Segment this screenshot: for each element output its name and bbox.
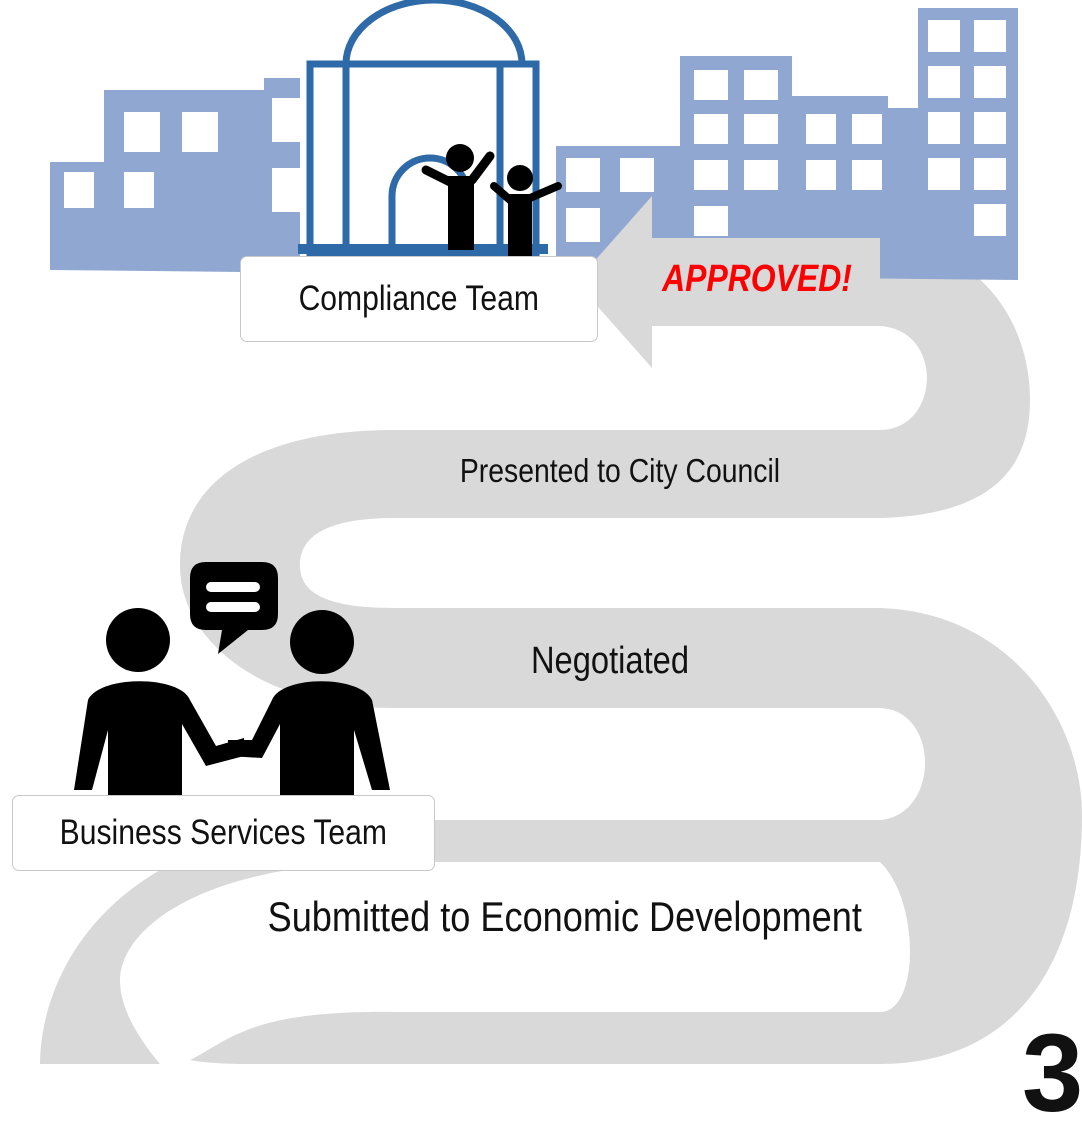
approved-label: APPROVED! <box>662 258 852 300</box>
speech-bubble-icon <box>190 562 278 654</box>
step-negotiated: Negotiated <box>530 640 690 682</box>
city-hall-icon <box>298 0 556 260</box>
step-presented-to-city-council: Presented to City Council <box>459 452 781 489</box>
handshake-icon <box>74 608 390 800</box>
page-number: 3 <box>1022 1012 1082 1135</box>
compliance-team-label: Compliance Team <box>240 256 598 342</box>
step-submitted-to-economic-development: Submitted to Economic Development <box>267 893 862 940</box>
arrow-left-icon <box>576 196 880 368</box>
business-services-team-label: Business Services Team <box>12 795 435 871</box>
compliance-team-text: Compliance Team <box>298 279 540 318</box>
cheering-people-icon <box>421 144 562 256</box>
city-skyline-icon <box>50 8 1018 280</box>
business-services-team-text: Business Services Team <box>59 813 388 852</box>
